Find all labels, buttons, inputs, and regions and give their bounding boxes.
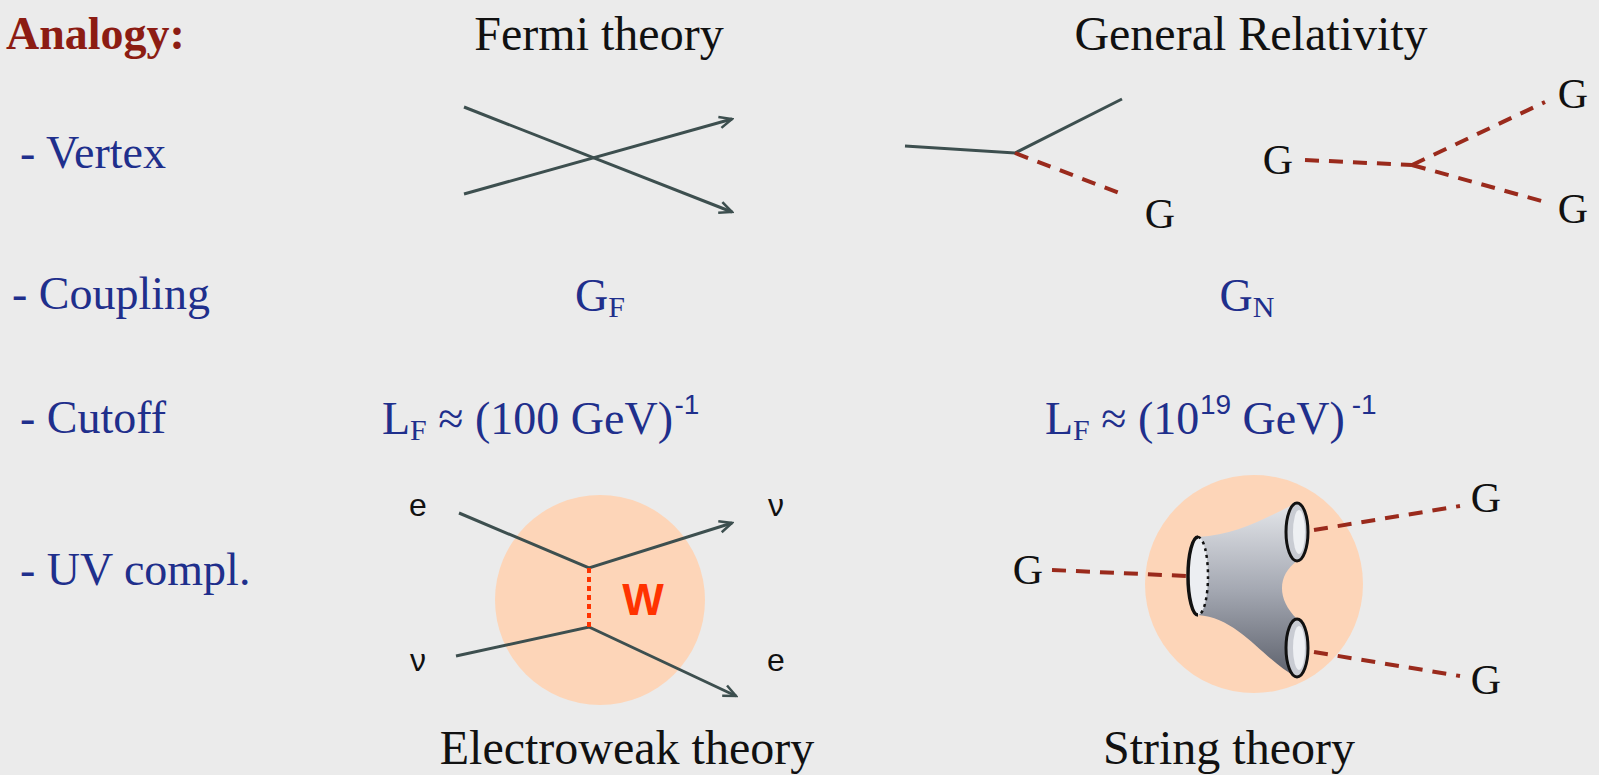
label-text: e (767, 642, 785, 678)
row-label-group: - Cutoff (20, 390, 166, 445)
coupling-symbol-group: GN (1220, 268, 1275, 325)
string-loop (1286, 619, 1308, 677)
particle-label-group: e (767, 641, 785, 679)
fermion-line (456, 627, 736, 696)
string-loop (1198, 537, 1208, 615)
label-text: G (1558, 71, 1588, 117)
coupling-symbol-group: GF (575, 268, 625, 325)
graviton-label-group: G (1145, 189, 1175, 239)
label-text: ν (410, 642, 426, 678)
graviton-label-group: G (1558, 184, 1588, 234)
graviton-label-group: G (1263, 135, 1293, 185)
label-text: General Relativity (1074, 7, 1427, 60)
theory-name-group: String theory (1103, 719, 1355, 775)
label-text: - Vertex (20, 127, 166, 178)
label-text: ≈ (100 GeV) (438, 393, 673, 444)
label-text: G (575, 270, 608, 321)
label-text: L (1045, 393, 1073, 444)
cutoff-formula-group: LF ≈ (100 GeV)-1 (382, 388, 699, 448)
string-loop (1293, 510, 1305, 554)
matter-line (905, 99, 1122, 153)
fermion-line (459, 513, 732, 568)
row-label-group: - UV compl. (20, 542, 250, 597)
cutoff-formula-group: LF ≈ (1019 GeV)-1 (1045, 388, 1377, 448)
graviton-label-group: G (1558, 69, 1588, 119)
fermion-line (464, 119, 732, 194)
graviton-line (1314, 506, 1460, 530)
label-text: - Cutoff (20, 392, 166, 443)
label-text: Electroweak theory (440, 721, 814, 774)
label-text: G (1263, 137, 1293, 183)
graviton-line (1314, 652, 1460, 676)
blob-circle: W (495, 495, 705, 705)
label-text: L (382, 393, 410, 444)
subscript: F (1073, 413, 1090, 446)
row-label-group: - Vertex (20, 125, 166, 180)
superscript: 19 (1200, 389, 1231, 420)
label-text: e (409, 487, 427, 523)
column-heading-group: Fermi theory (474, 5, 723, 63)
superscript: -1 (674, 389, 699, 420)
graviton-line (1412, 102, 1545, 165)
column-heading-group: General Relativity (1074, 5, 1427, 63)
label-text: G (1013, 547, 1043, 593)
label-text: - UV compl. (20, 544, 250, 595)
boson-label: W (622, 576, 664, 624)
label-text: GeV) (1243, 393, 1345, 444)
particle-label-group: e (409, 486, 427, 524)
label-text: G (1558, 186, 1588, 232)
label-text: - Coupling (12, 268, 210, 319)
label-text: ν (768, 487, 784, 523)
row-label-group: - Coupling (12, 266, 210, 321)
string-loop (1188, 537, 1208, 615)
slide-title: Analogy: (6, 6, 185, 61)
graviton-label-group: G (1471, 655, 1501, 705)
fermion-line (464, 107, 732, 212)
subscript: F (608, 290, 625, 323)
label-text: G (1145, 191, 1175, 237)
graviton-label-group: G (1013, 545, 1043, 595)
string-worldsheet (1198, 503, 1297, 677)
graviton-label-group: G (1471, 473, 1501, 523)
label-text: G (1220, 270, 1253, 321)
circle-outline (495, 495, 705, 705)
circle-fill (495, 495, 705, 705)
particle-label-group: ν (768, 486, 784, 524)
graviton-line (1052, 570, 1186, 576)
string-loop (1293, 626, 1305, 670)
graviton-line (1015, 153, 1122, 194)
graviton-line (1305, 160, 1412, 165)
subscript: F (410, 413, 427, 446)
theory-name-group: Electroweak theory (440, 719, 814, 775)
w-boson-line (587, 568, 591, 627)
label-text: Fermi theory (474, 7, 723, 60)
subscript: N (1253, 290, 1275, 323)
label-text: G (1471, 475, 1501, 521)
label-text: String theory (1103, 721, 1355, 774)
string-loop (1286, 503, 1308, 561)
label-text: ≈ (10 (1101, 393, 1199, 444)
graviton-line (1412, 165, 1545, 202)
particle-label-group: ν (410, 641, 426, 679)
string-loop (1188, 537, 1198, 615)
superscript: -1 (1352, 389, 1377, 420)
blob-circle (1145, 475, 1363, 693)
label-text: G (1471, 657, 1501, 703)
